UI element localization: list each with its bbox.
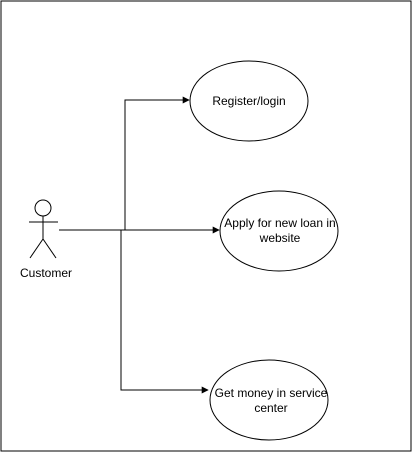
actor-left-leg — [29, 238, 44, 259]
actor-right-leg — [42, 238, 57, 259]
actor-label: Customer — [19, 266, 72, 280]
use-case-label-get-money: Get money in service center — [214, 386, 328, 415]
actor-head — [34, 199, 52, 217]
use-case-ellipse-apply-loan[interactable] — [219, 190, 339, 272]
use-case-ellipse-register[interactable] — [189, 60, 309, 142]
use-case-ellipse-get-money[interactable] — [209, 359, 329, 441]
use-case-label-register: Register/login — [212, 93, 286, 108]
use-case-label-apply-loan: Apply for new loan in website — [224, 216, 336, 245]
connector-to-register — [124, 96, 190, 230]
connector-to-get-money — [120, 230, 209, 394]
stick-figure-actor-icon — [29, 199, 58, 259]
